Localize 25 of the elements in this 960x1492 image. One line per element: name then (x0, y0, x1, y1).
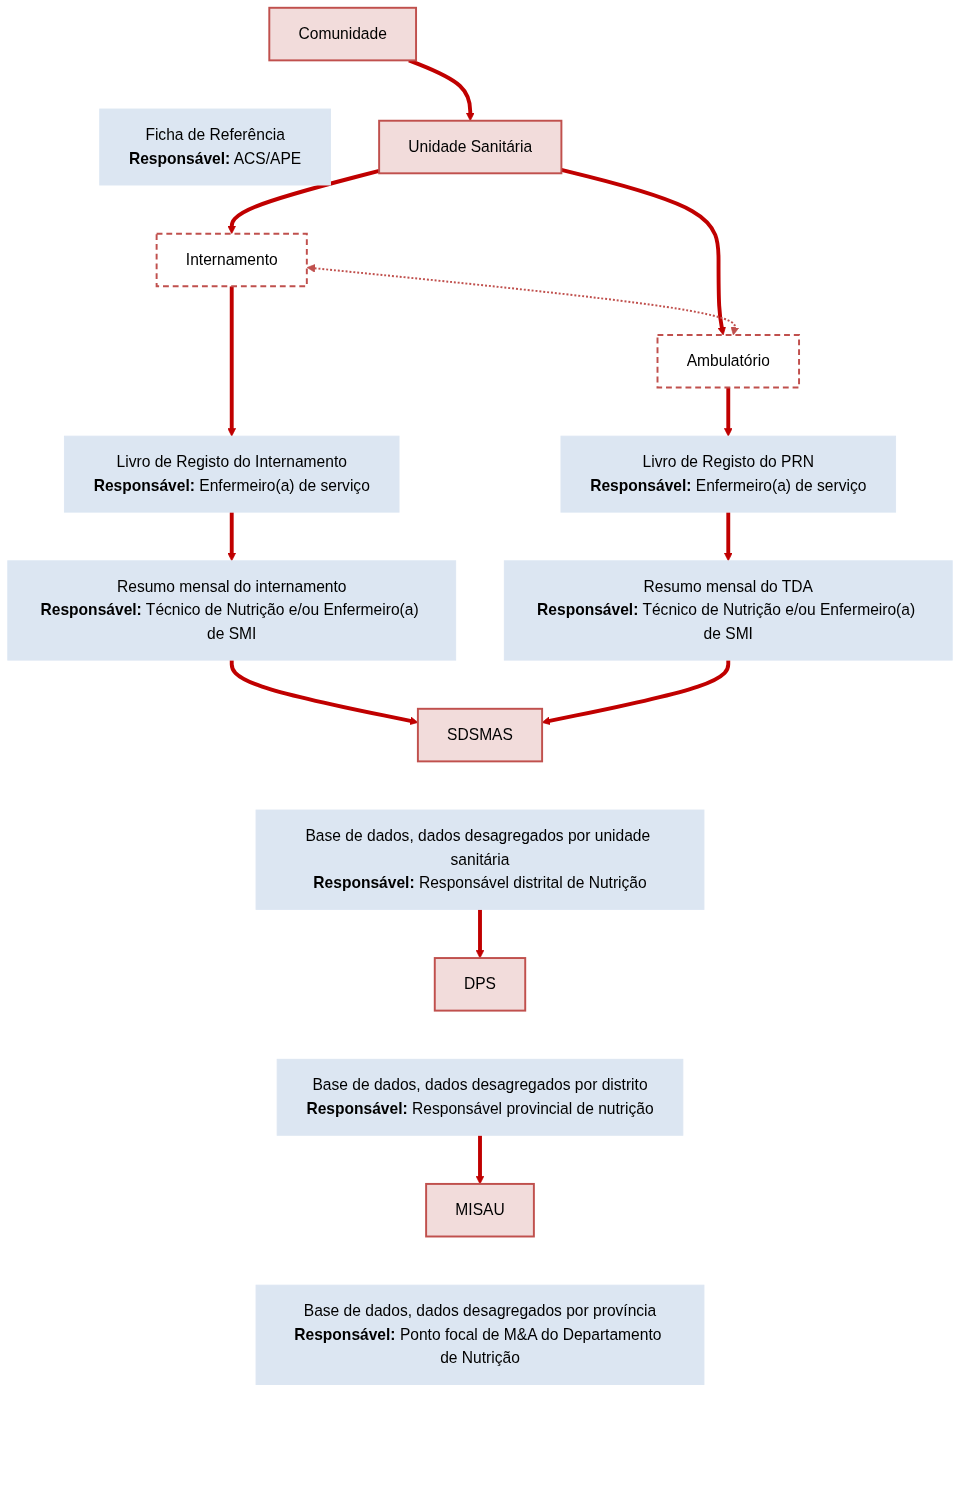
node-box: Resumo mensal do internamento Responsável: Técnico de Nutrição e/ou Enfermeiro(a) de SMI (7, 560, 457, 661)
node-box: Base de dados, dados desagregados por província Responsável: Ponto focal de M&A do Departamento de Nutrição (255, 1284, 705, 1385)
node-box: Resumo mensal do TDA Responsável: Técnico de Nutrição e/ou Enfermeiro(a) de SMI (503, 560, 953, 661)
arrow (227, 286, 236, 437)
node-box: Livro de Registo do Internamento Responsável: Enfermeiro(a) de serviço (63, 435, 400, 513)
arrow (724, 387, 733, 437)
arrow (227, 168, 380, 235)
node-box: MISAU (425, 1182, 535, 1238)
arrow (475, 909, 485, 959)
node-box: SDSMAS (416, 707, 544, 763)
arrow (227, 512, 236, 562)
arrow (475, 1135, 485, 1185)
node-box: Ficha de Referência Responsável: ACS/APE (99, 108, 331, 186)
node-box: Ambulatório (656, 333, 800, 389)
arrow (408, 58, 475, 122)
node-box: Base de dados, dados desagregados por unidade sanitária Responsável: Responsável distrital de Nutrição (255, 809, 705, 910)
arrow (560, 168, 726, 336)
node-box: Internamento (155, 232, 308, 288)
node-box: Unidade Sanitária (378, 119, 563, 175)
arrow (724, 512, 733, 562)
node-box: Comunidade (268, 6, 418, 62)
arrow (306, 264, 739, 336)
node-box: Livro de Registo do PRN Responsável: Enfermeiro(a) de serviço (560, 435, 897, 513)
node-box: Base de dados, dados desagregados por distrito Responsável: Responsável provincial de nutrição (276, 1058, 684, 1136)
node-box: DPS (433, 957, 527, 1012)
